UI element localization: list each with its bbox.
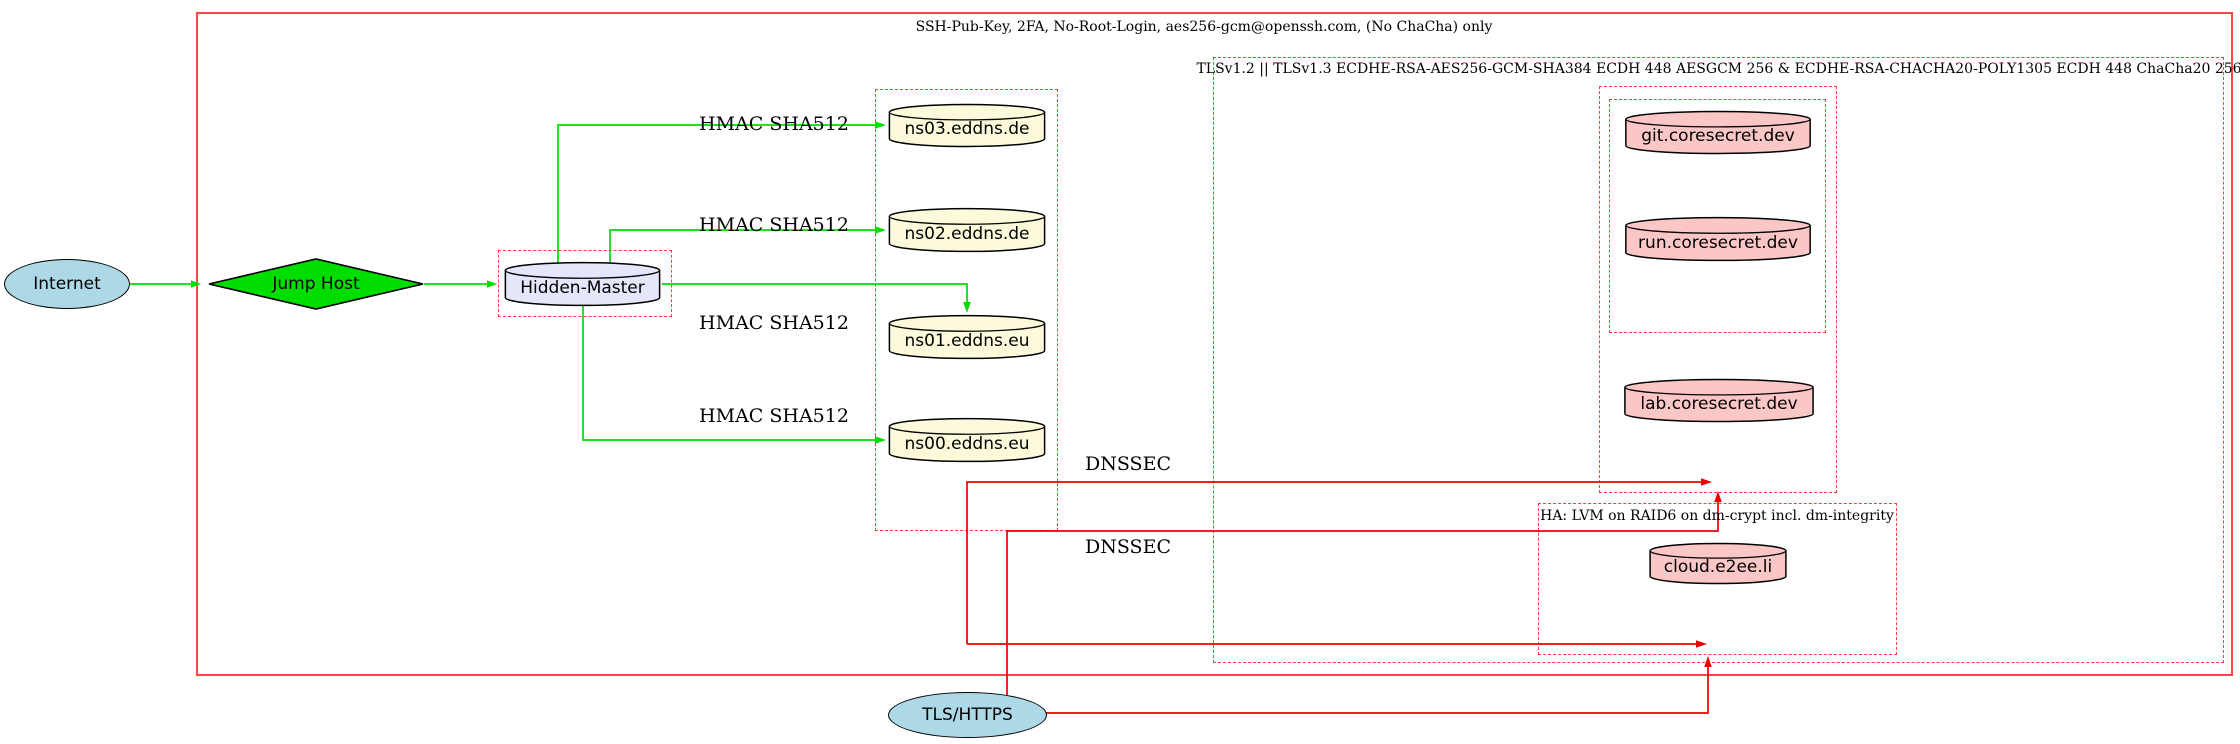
diamond-shape: [208, 258, 424, 310]
cylinder-shape: [887, 103, 1047, 148]
node-tls-https: TLS/HTTPS: [888, 692, 1047, 738]
node-git-coresecret: git.coresecret.dev: [1623, 110, 1813, 155]
edge-label-hmac-ns01: HMAC SHA512: [699, 312, 849, 334]
node-ns01: ns01.eddns.eu: [887, 314, 1047, 360]
node-label-run: run.coresecret.dev: [1638, 232, 1798, 253]
cluster-label-ha: HA: LVM on RAID6 on dm-crypt incl. dm-in…: [1540, 508, 1894, 524]
node-hidden-master: Hidden-Master: [503, 261, 662, 307]
cylinder-shape: [1623, 110, 1813, 155]
cylinder-shape: [887, 207, 1047, 253]
node-ns03: ns03.eddns.de: [887, 103, 1047, 148]
edge-label-hmac-ns00: HMAC SHA512: [699, 405, 849, 427]
cylinder-shape: [1622, 378, 1816, 423]
cylinder-shape: [1623, 216, 1813, 262]
node-label-ns02: ns02.eddns.de: [904, 223, 1030, 244]
edge-label-hmac-ns02: HMAC SHA512: [699, 214, 849, 236]
node-label-hidden-master: Hidden-Master: [520, 277, 645, 298]
node-ns02: ns02.eddns.de: [887, 207, 1047, 253]
node-label-jump-host: Jump Host: [272, 274, 360, 294]
node-internet: Internet: [4, 259, 130, 309]
edge-label-dnssec-2: DNSSEC: [1085, 536, 1171, 558]
node-cloud-e2ee: cloud.e2ee.li: [1648, 542, 1788, 585]
node-jump-host: Jump Host: [208, 258, 424, 310]
cluster-label-ssh: SSH-Pub-Key, 2FA, No-Root-Login, aes256-…: [915, 19, 1493, 35]
node-lab-coresecret: lab.coresecret.dev: [1622, 378, 1816, 423]
cluster-label-tls: TLSv1.2 || TLSv1.3 ECDHE-RSA-AES256-GCM-…: [1196, 61, 2240, 77]
node-run-coresecret: run.coresecret.dev: [1623, 216, 1813, 262]
cluster-dns-servers: [875, 89, 1058, 531]
edge-label-hmac-ns03: HMAC SHA512: [699, 113, 849, 135]
edge-label-dnssec-1: DNSSEC: [1085, 453, 1171, 475]
node-label-git: git.coresecret.dev: [1641, 126, 1795, 147]
node-label-lab: lab.coresecret.dev: [1640, 394, 1798, 415]
node-label-ns01: ns01.eddns.eu: [904, 330, 1030, 351]
cluster-coresecret-inner: [1609, 99, 1826, 333]
node-label-tls-https: TLS/HTTPS: [922, 705, 1013, 725]
node-label-ns00: ns00.eddns.eu: [904, 433, 1030, 454]
node-label-ns03: ns03.eddns.de: [904, 119, 1030, 140]
node-ns00: ns00.eddns.eu: [887, 417, 1047, 463]
cylinder-shape: [503, 261, 662, 307]
node-label-internet: Internet: [33, 274, 101, 294]
node-label-cloud: cloud.e2ee.li: [1663, 556, 1773, 577]
cylinder-shape: [887, 417, 1047, 463]
cylinder-shape: [887, 314, 1047, 360]
